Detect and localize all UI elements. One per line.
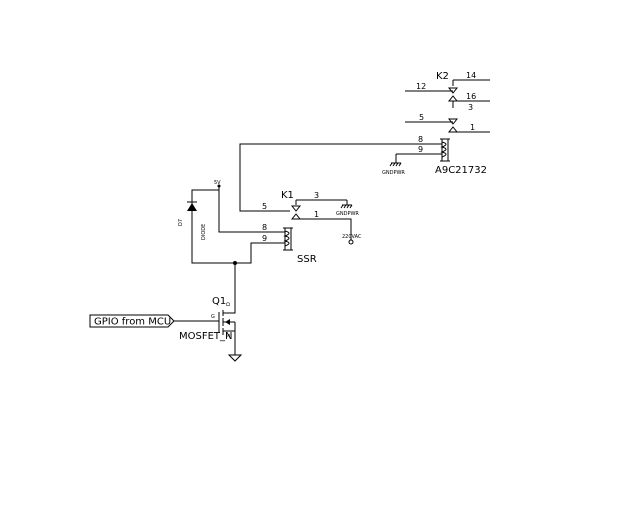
k2-ground-icon (389, 162, 402, 167)
k2-no-contact-icon (447, 95, 459, 102)
vcc-supply: 5V (214, 180, 221, 188)
gpio-port-shape (89, 314, 175, 328)
k2-coil-icon (440, 141, 447, 158)
k2-part-name: A9C21732 (435, 165, 487, 176)
k1-pin9-label: 9 (262, 234, 267, 243)
diode-triangle-icon (187, 203, 197, 211)
vcc-to-k1-pin8-wire (218, 186, 285, 233)
q1-drain-label: D (226, 302, 232, 306)
k1-pin1-label: 1 (314, 210, 319, 219)
q1-arrow-icon (225, 319, 230, 325)
k1-pin8-label: 8 (262, 223, 267, 232)
k1-ground-icon (340, 204, 353, 209)
k2-reference: K2 (436, 71, 449, 82)
k2-pin16-label: 16 (466, 92, 476, 101)
k1-coil-icon (283, 230, 290, 247)
k1-part-name: SSR (297, 254, 317, 265)
k1-pin1-wire (296, 218, 352, 240)
d7-reference: D7 (178, 219, 184, 226)
mosfet-q1[interactable]: Q1 MOSFET_N D G S (179, 296, 236, 355)
vcc-label: 5V (214, 180, 221, 186)
gpio-label: GPIO from MCU (94, 317, 171, 328)
diode-branch-wire (191, 189, 235, 264)
k2-pin9-label: 9 (418, 145, 423, 154)
k2-nc-contact-icon (447, 87, 459, 94)
k1-pin3-label: 3 (314, 191, 319, 200)
k1-pin5-label: 5 (262, 202, 267, 211)
d7-part-name: DIODE (201, 224, 207, 240)
k2-pin1-label: 1 (470, 123, 475, 132)
q1-part-name: MOSFET_N (179, 331, 233, 342)
k1-gnd-label: GNDPWR (336, 211, 359, 217)
q1-drain-lead (223, 305, 236, 314)
relay-k2[interactable]: K2 14 12 16 3 5 1 8 9 A9C21732 (382, 71, 490, 176)
k1-ac-terminal-icon (348, 239, 354, 245)
k2-no2-contact-icon (447, 126, 459, 133)
k2-pin5-label: 5 (419, 113, 424, 122)
gpio-port[interactable]: GPIO from MCU (89, 314, 175, 328)
k2-pin8-label: 8 (418, 135, 423, 144)
k2-pin14-label: 14 (466, 71, 476, 80)
k2-pin3-label: 3 (468, 103, 473, 112)
relay-k1-ssr[interactable]: K1 3 GNDPWR 5 1 220VAC 8 9 SSR (262, 190, 362, 265)
q1-gate-label: G (211, 314, 215, 320)
diode-d7[interactable]: D7 DIODE (178, 201, 207, 240)
k2-nc2-contact-icon (447, 118, 459, 125)
k1-nc-contact-icon (290, 205, 302, 212)
k2-to-k1-wire (239, 143, 442, 212)
k1-no-contact-icon (290, 213, 302, 220)
k1-reference: K1 (281, 190, 294, 201)
q1-source-label: S (226, 334, 232, 337)
q1-reference: Q1 (212, 296, 226, 307)
junction-to-k1-pin9-wire (235, 242, 285, 264)
k2-pin12-label: 12 (416, 82, 426, 91)
q1-ground-icon (227, 354, 243, 362)
k1-ac-label: 220VAC (342, 234, 362, 240)
k2-gnd-label: GNDPWR (382, 170, 405, 176)
